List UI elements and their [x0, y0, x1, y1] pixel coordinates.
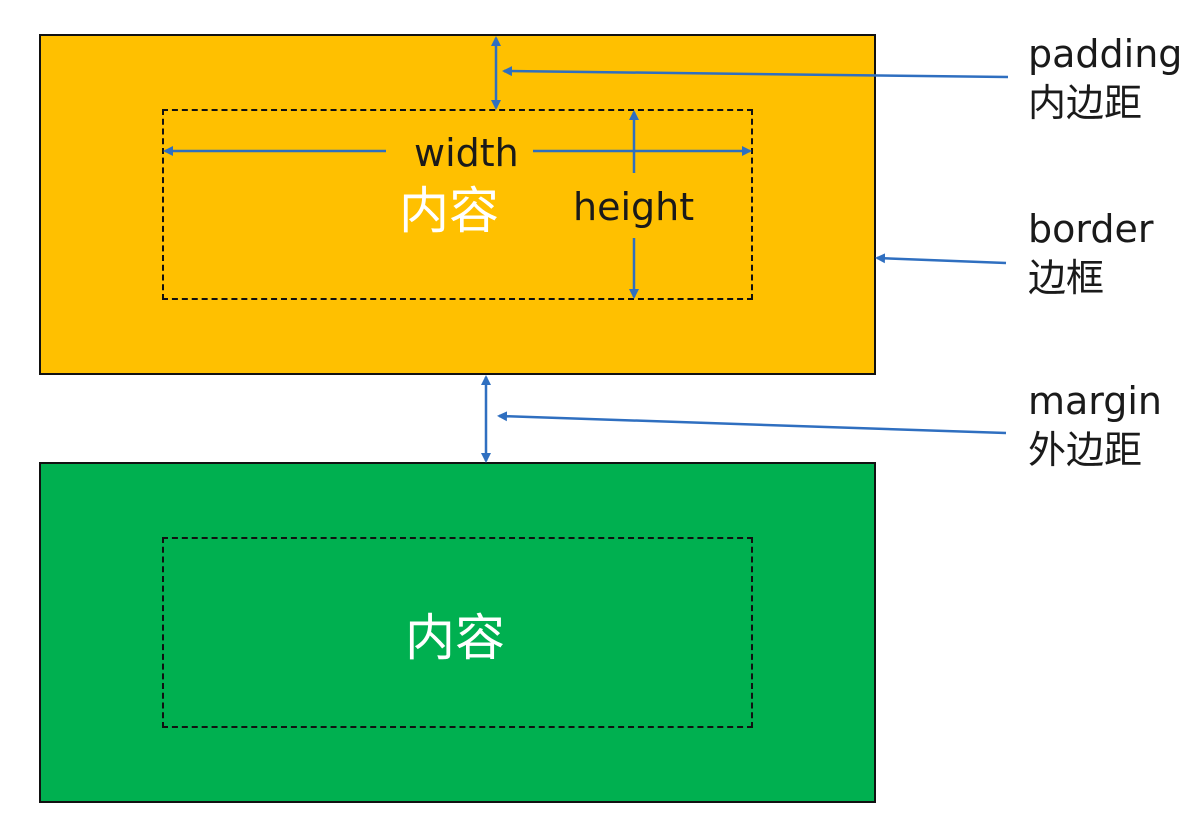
padding-callout: padding 内边距	[1028, 30, 1182, 129]
border-callout-en: border	[1028, 207, 1154, 251]
bottom-content-label: 内容	[405, 609, 505, 667]
margin-callout-arrow	[497, 411, 1007, 435]
border-callout-arrow	[875, 253, 1007, 265]
bottom-content-area	[162, 537, 753, 728]
border-callout-zh: 边框	[1028, 256, 1105, 301]
bottom-box-border	[39, 462, 876, 803]
top-content-area	[162, 109, 753, 300]
border-callout: border 边框	[1028, 205, 1153, 304]
top-box-border	[39, 34, 876, 375]
padding-callout-en: padding	[1028, 32, 1183, 76]
padding-callout-zh: 内边距	[1028, 81, 1143, 126]
margin-callout-zh: 外边距	[1028, 428, 1143, 473]
margin-callout: margin 外边距	[1028, 377, 1162, 476]
padding-callout-arrow	[502, 66, 1009, 79]
margin-callout-en: margin	[1028, 379, 1163, 423]
width-label: width	[414, 131, 519, 175]
top-content-label: 内容	[399, 182, 499, 240]
height-label: height	[573, 185, 695, 229]
